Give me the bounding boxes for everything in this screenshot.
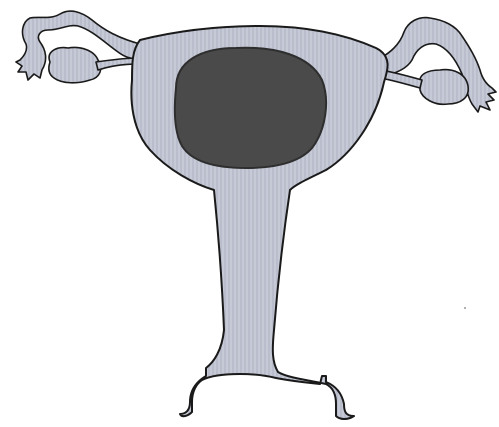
right-ovary (420, 70, 469, 105)
scan-speck (464, 307, 466, 309)
uterine-mass (175, 48, 326, 168)
left-ovary (49, 48, 101, 83)
